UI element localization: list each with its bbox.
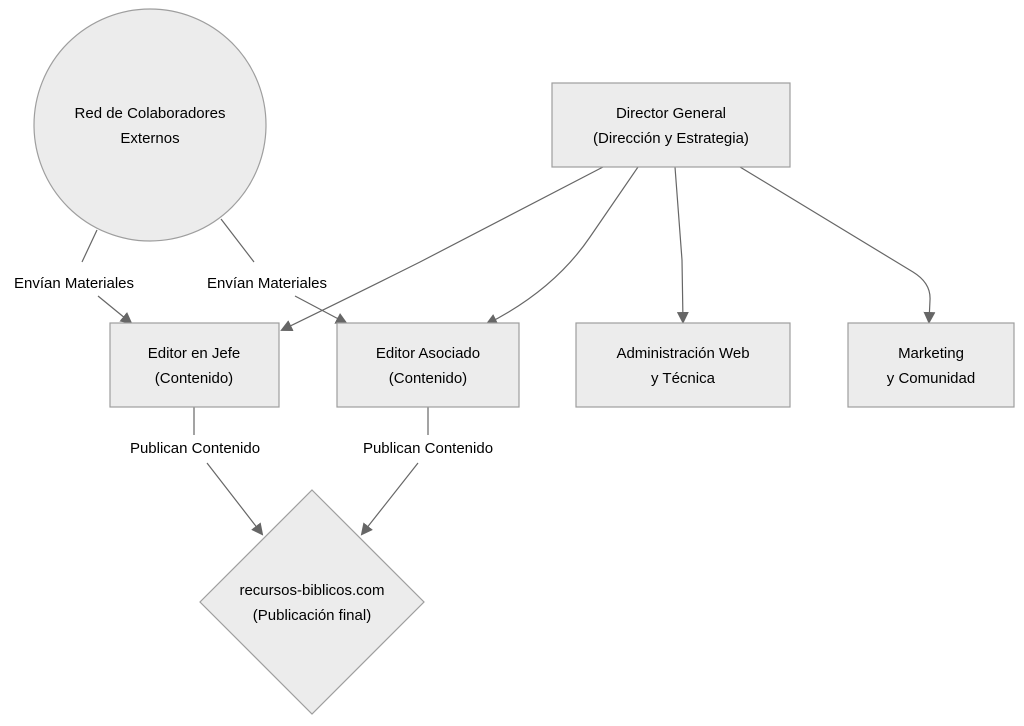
edge-label-colab-jefe: Envían Materiales	[14, 275, 134, 292]
node-marketing-line2: y Comunidad	[887, 370, 975, 387]
node-admin-web-shape	[575, 322, 791, 408]
edge-jefe-to-pub-arrow	[206, 462, 264, 536]
edge-labels: Envían Materiales Envían Materiales Publ…	[14, 275, 493, 457]
edge-label-colab-asociado: Envían Materiales	[207, 275, 327, 292]
edge-director-to-jefe	[280, 166, 604, 332]
node-editor-asociado-shape	[336, 322, 520, 408]
node-colaboradores-line2: Externos	[120, 130, 179, 147]
node-publicacion-line2: (Publicación final)	[253, 607, 371, 624]
node-editor-asociado[interactable]: Editor Asociado (Contenido)	[336, 322, 520, 408]
edge-director-to-asociado	[485, 166, 639, 325]
node-marketing-shape	[847, 322, 1015, 408]
edge-colab-to-asociado-arrow	[294, 295, 348, 324]
edge-label-jefe-pub: Publican Contenido	[130, 440, 260, 457]
edge-colab-to-jefe-arrow	[97, 295, 133, 325]
node-publicacion[interactable]: recursos-biblicos.com (Publicación final…	[199, 489, 425, 715]
node-editor-jefe[interactable]: Editor en Jefe (Contenido)	[109, 322, 280, 408]
node-editor-jefe-shape	[109, 322, 280, 408]
node-marketing-line1: Marketing	[898, 345, 964, 362]
node-editor-asociado-line1: Editor Asociado	[376, 345, 480, 362]
edges	[81, 166, 936, 536]
node-director-line1: Director General	[616, 105, 726, 122]
node-editor-jefe-line2: (Contenido)	[155, 370, 233, 387]
node-colaboradores-shape	[33, 8, 267, 242]
edge-colab-to-jefe	[81, 229, 98, 263]
node-director[interactable]: Director General (Dirección y Estrategia…	[551, 82, 791, 168]
node-marketing[interactable]: Marketing y Comunidad	[847, 322, 1015, 408]
edge-director-to-marketing	[739, 166, 936, 324]
node-admin-web-line1: Administración Web	[616, 345, 749, 362]
node-publicacion-line1: recursos-biblicos.com	[239, 582, 384, 599]
node-director-line2: (Dirección y Estrategia)	[593, 130, 749, 147]
edge-colab-to-asociado	[220, 218, 255, 263]
node-admin-web-line2: y Técnica	[651, 370, 716, 387]
node-director-shape	[551, 82, 791, 168]
node-publicacion-shape	[199, 489, 425, 715]
node-editor-asociado-line2: (Contenido)	[389, 370, 467, 387]
edge-director-to-admin	[674, 166, 689, 324]
edge-label-asociado-pub: Publican Contenido	[363, 440, 493, 457]
nodes: Red de Colaboradores Externos Director G…	[33, 8, 1015, 715]
node-colaboradores-line1: Red de Colaboradores	[75, 105, 226, 122]
edge-asociado-to-pub-arrow	[360, 462, 419, 536]
node-admin-web[interactable]: Administración Web y Técnica	[575, 322, 791, 408]
node-colaboradores[interactable]: Red de Colaboradores Externos	[33, 8, 267, 242]
node-editor-jefe-line1: Editor en Jefe	[148, 345, 241, 362]
